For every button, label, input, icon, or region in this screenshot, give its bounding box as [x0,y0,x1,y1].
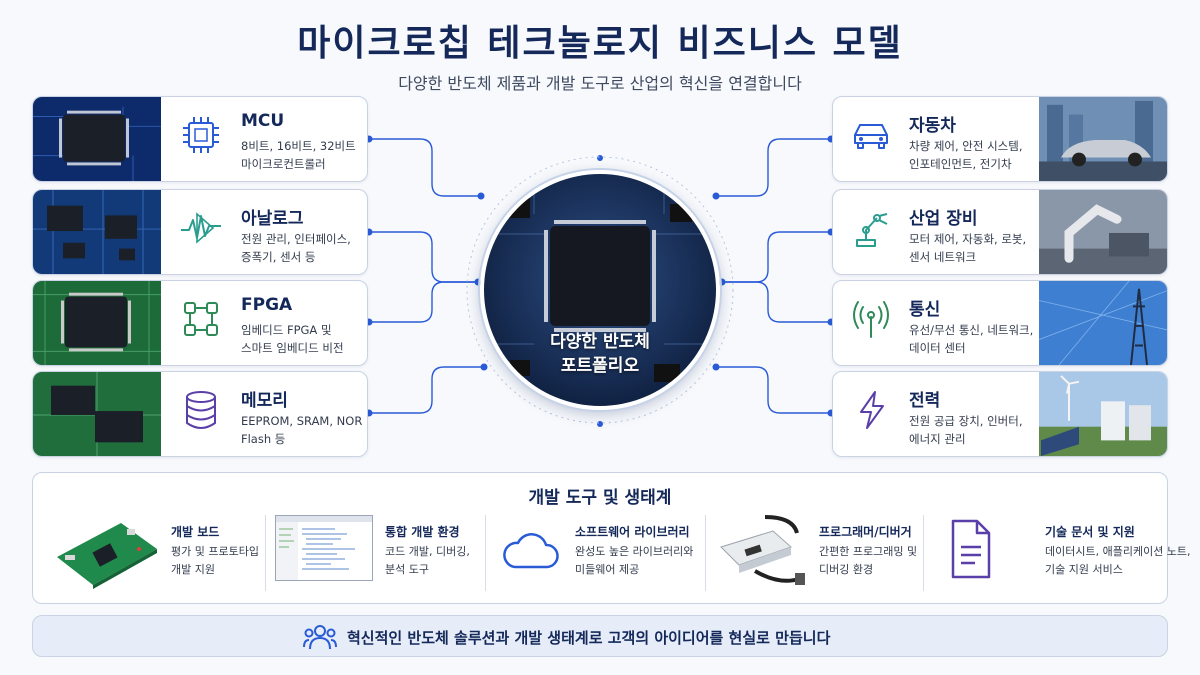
market-name: 통신 [909,300,941,320]
analog-photo [33,190,161,274]
market-desc: 유선/무선 통신, 네트워크,데이터 센터 [909,323,1034,355]
fpga-grid-icon [184,302,218,336]
market-card-industrial[interactable]: 산업 장비 모터 제어, 자동화, 로봇,센서 네트워크 [832,189,1168,275]
product-name: 메모리 [241,391,288,411]
document-icon [951,519,991,579]
bottom-banner: 혁신적인 반도체 솔루션과 개발 생태계로 고객의 아이디어를 현실로 만듭니다 [32,615,1168,657]
antenna-icon [853,301,889,338]
divider [265,515,266,591]
industrial-photo [1039,190,1167,274]
telecom-photo [1039,281,1167,365]
ecosystem-title: 개발 도구 및 생태계 [528,488,672,508]
page-subtitle: 다양한 반도체 제품과 개발 도구로 산업의 혁신을 연결합니다 [398,74,802,93]
market-name: 산업 장비 [909,209,978,229]
market-card-telecom[interactable]: 통신 유선/무선 통신, 네트워크,데이터 센터 [832,280,1168,366]
lightning-icon [860,391,884,429]
tool-desc: 데이터시트, 애플리케이션 노트,기술 지원 서비스 [1045,545,1191,576]
market-card-automotive[interactable]: 자동차 차량 제어, 안전 시스템,인포테인먼트, 전기차 [832,96,1168,182]
dev-board-image [57,523,157,589]
tool-technical-docs[interactable]: 기술 문서 및 지원 데이터시트, 애플리케이션 노트,기술 지원 서비스 [933,513,1191,597]
fpga-photo [33,281,161,365]
ide-screenshot-image [275,515,373,581]
memory-photo [33,372,161,456]
divider [923,515,924,591]
tool-name: 기술 문서 및 지원 [1045,525,1135,539]
market-desc: 모터 제어, 자동화, 로봇,센서 네트워크 [909,232,1027,264]
programmer-device-image [720,515,805,585]
product-name: 아날로그 [241,209,304,229]
market-card-power[interactable]: 전력 전원 공급 장치, 인버터,에너지 관리 [832,371,1168,457]
power-photo [1039,372,1167,456]
divider [705,515,706,591]
market-name: 자동차 [909,116,956,136]
product-desc: 전원 관리, 인터페이스,증폭기, 센서 등 [241,232,351,264]
chip-icon [183,117,219,153]
robot-arm-icon [856,213,888,247]
waveform-icon [181,212,221,244]
market-desc: 차량 제어, 안전 시스템,인포테인먼트, 전기차 [909,139,1023,171]
banner-text: 혁신적인 반도체 솔루션과 개발 생태계로 고객의 아이디어를 현실로 만듭니다 [347,629,831,647]
product-name: FPGA [241,295,293,315]
people-icon [303,625,337,650]
database-icon [186,391,216,429]
page-title: 마이크로칩 테크놀로지 비즈니스 모델 [297,23,903,64]
tool-name: 소프트웨어 라이브러리 [575,525,690,539]
divider [485,515,486,591]
automotive-photo [1039,97,1167,181]
hub-chip-image [484,174,716,406]
tool-name: 개발 보드 [171,525,220,539]
market-name: 전력 [909,391,941,411]
tool-desc: 코드 개발, 디버깅,분석 도구 [385,545,470,576]
product-name: MCU [241,111,285,131]
tool-ide[interactable]: 통합 개발 환경 코드 개발, 디버깅,분석 도구 [275,513,483,597]
mcu-photo [33,97,161,181]
car-icon [854,124,888,149]
tool-name: 프로그래머/디버거 [819,525,912,539]
tool-name: 통합 개발 환경 [385,525,460,539]
market-desc: 전원 공급 장치, 인버터,에너지 관리 [909,414,1023,446]
product-card-analog[interactable]: 아날로그 전원 관리, 인터페이스,증폭기, 센서 등 [32,189,368,275]
cloud-icon [503,533,559,569]
portfolio-hub [480,170,720,410]
